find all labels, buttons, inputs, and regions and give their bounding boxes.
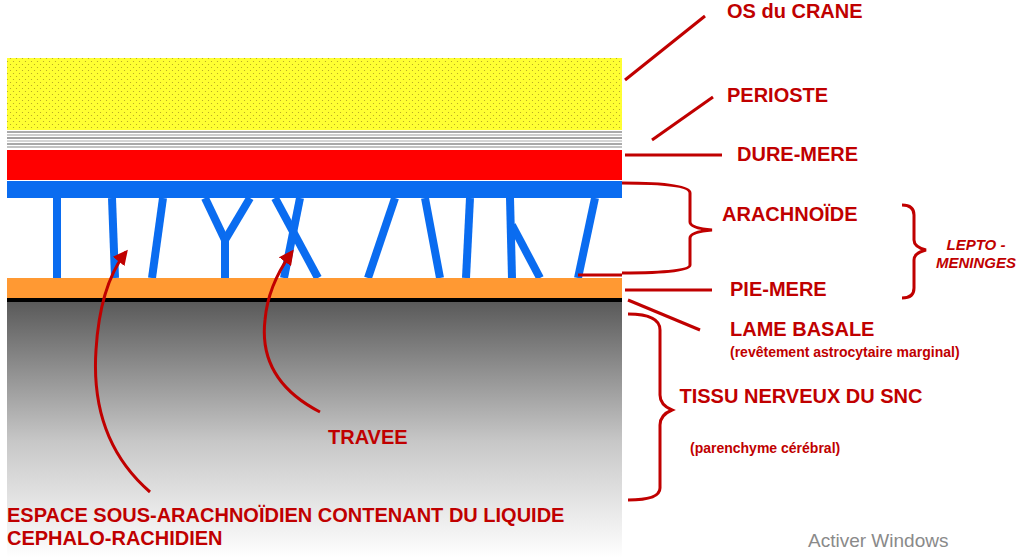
arachnoid-layer (7, 181, 622, 198)
layer-label: PIE-MERE (730, 278, 827, 301)
note-label: (parenchyme cérébral) (690, 440, 840, 457)
watermark: Activer Windows (808, 529, 948, 552)
tissue-label: TISSU NERVEUX DU SNC (676, 382, 926, 410)
part-label: TRAVEE (328, 426, 408, 449)
skull-bone (7, 58, 622, 130)
layer-label: DURE-MERE (737, 143, 858, 166)
layer-label: ARACHNOÏDE (722, 203, 858, 226)
layer-label: OS du CRANE (727, 0, 863, 23)
space-label: ESPACE SOUS-ARACHNOÏDIEN CONTENANT DU LI… (7, 504, 647, 550)
dura-mater (7, 150, 622, 180)
leader-lines (95, 16, 926, 500)
pia-mater (7, 278, 622, 298)
group-label: LEPTO -MENINGES (926, 236, 1026, 272)
periosteum (7, 132, 622, 147)
basal-lamina (7, 298, 622, 302)
layer-label: PERIOSTE (727, 84, 828, 107)
note-label: (revêtement astrocytaire marginal) (730, 344, 960, 361)
trabeculae (57, 198, 595, 278)
layer-label: LAME BASALE (730, 318, 874, 341)
